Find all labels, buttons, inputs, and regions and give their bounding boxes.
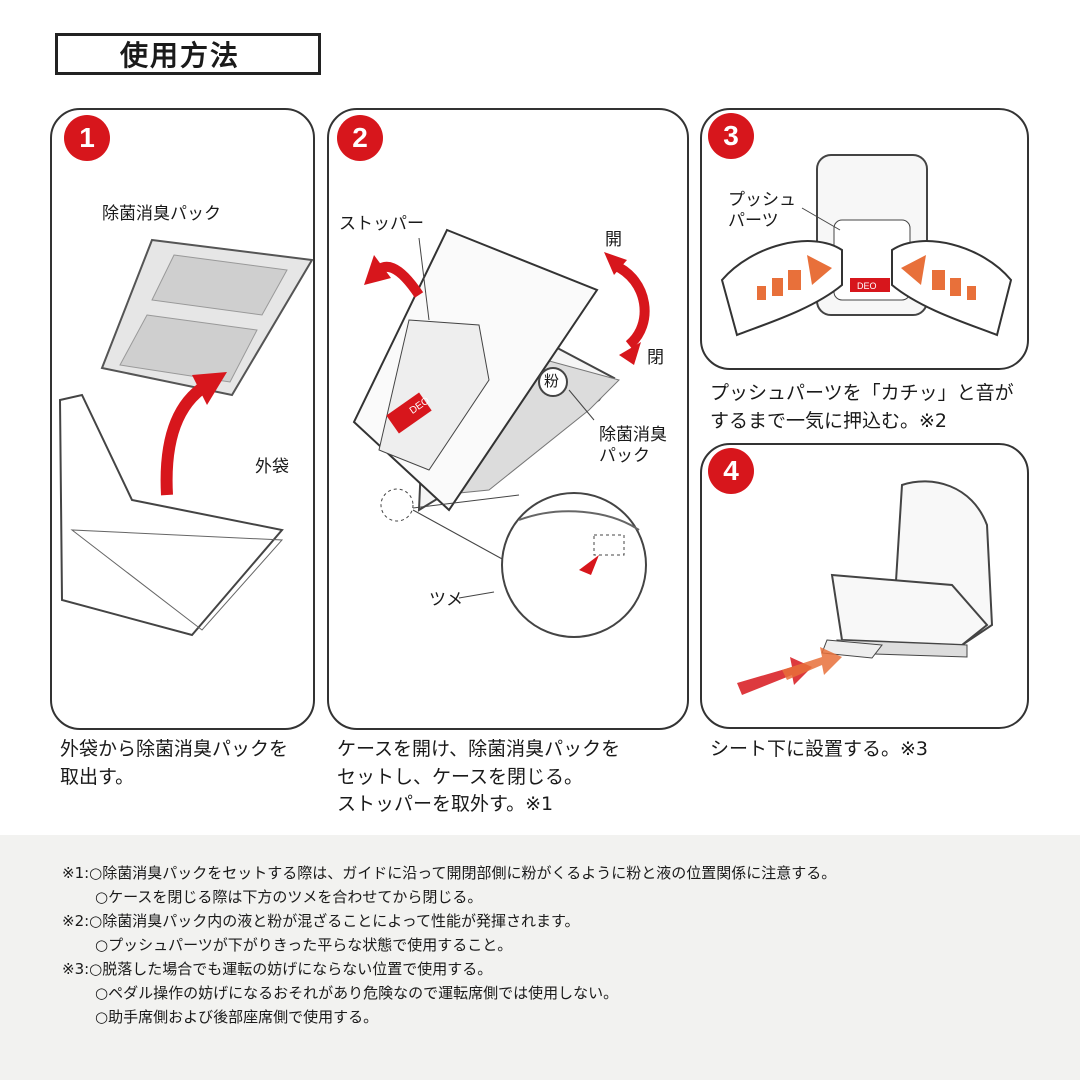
step-3-number: 3 — [708, 113, 754, 159]
push-parts-label-2: パーツ — [728, 211, 779, 231]
note-3-sub-2: ○助手席側および後部座席側で使用する。 — [95, 1008, 379, 1026]
note-1-sub: ○ケースを閉じる際は下方のツメを合わせてから閉じる。 — [95, 888, 483, 906]
note-3-sub-1: ○ペダル操作の妨げになるおそれがあり危険なので運転席側では使用しない。 — [95, 984, 619, 1002]
outer-bag-label: 外袋 — [255, 457, 289, 477]
step-3-illustration: DEO — [720, 154, 1013, 337]
close-label: 閉 — [647, 348, 664, 368]
note-2: ※2:○除菌消臭パック内の液と粉が混ざることによって性能が発揮されます。 — [62, 912, 580, 930]
powder-label: 粉 — [544, 372, 560, 390]
note-2-sub: ○プッシュパーツが下がりきった平らな状態で使用すること。 — [95, 936, 513, 954]
svg-text:DEO: DEO — [857, 281, 877, 291]
step-1-panel: 1 除菌消臭パック 外袋 — [50, 108, 315, 730]
pack-label: 除菌消臭パック — [102, 204, 221, 224]
step-3-caption: プッシュパーツを「カチッ」と音が するまで一気に押込む。※2 — [710, 382, 1014, 432]
note-3: ※3:○脱落した場合でも運転の妨げにならない位置で使用する。 — [62, 960, 493, 978]
step-1-caption: 外袋から除菌消臭パックを 取出す。 — [60, 738, 289, 788]
step-3-panel: DEO 3 プッシュ パーツ — [700, 108, 1029, 370]
stopper-label: ストッパー — [339, 214, 424, 234]
step-2-number: 2 — [337, 115, 383, 161]
claw-label: ツメ — [429, 590, 463, 610]
push-parts-label-1: プッシュ — [728, 190, 796, 210]
step-2-panel: DEO 2 ストッパー 開 閉 粉 除菌消臭 パック ツメ — [327, 108, 689, 730]
step-2-caption: ケースを開け、除菌消臭パックを セットし、ケースを閉じる。 ストッパーを取外す。… — [337, 738, 621, 816]
step-1-number: 1 — [64, 115, 110, 161]
step-4-illustration — [737, 480, 994, 695]
step-1-illustration — [58, 238, 313, 637]
note-1: ※1:○除菌消臭パックをセットする際は、ガイドに沿って開閉部側に粉がくるように粉… — [62, 864, 837, 882]
open-label: 開 — [605, 230, 622, 250]
pack-label-1: 除菌消臭 — [599, 425, 667, 445]
page-title: 使用方法 — [55, 33, 321, 75]
step-4-number: 4 — [708, 448, 754, 494]
step-4-caption: シート下に設置する。※3 — [710, 738, 929, 760]
step-2-illustration: DEO — [352, 228, 650, 638]
notes-section: ※1:○除菌消臭パックをセットする際は、ガイドに沿って開閉部側に粉がくるように粉… — [0, 835, 1080, 1080]
step-4-panel: 4 — [700, 443, 1029, 729]
pack-label-2: パック — [599, 446, 650, 466]
